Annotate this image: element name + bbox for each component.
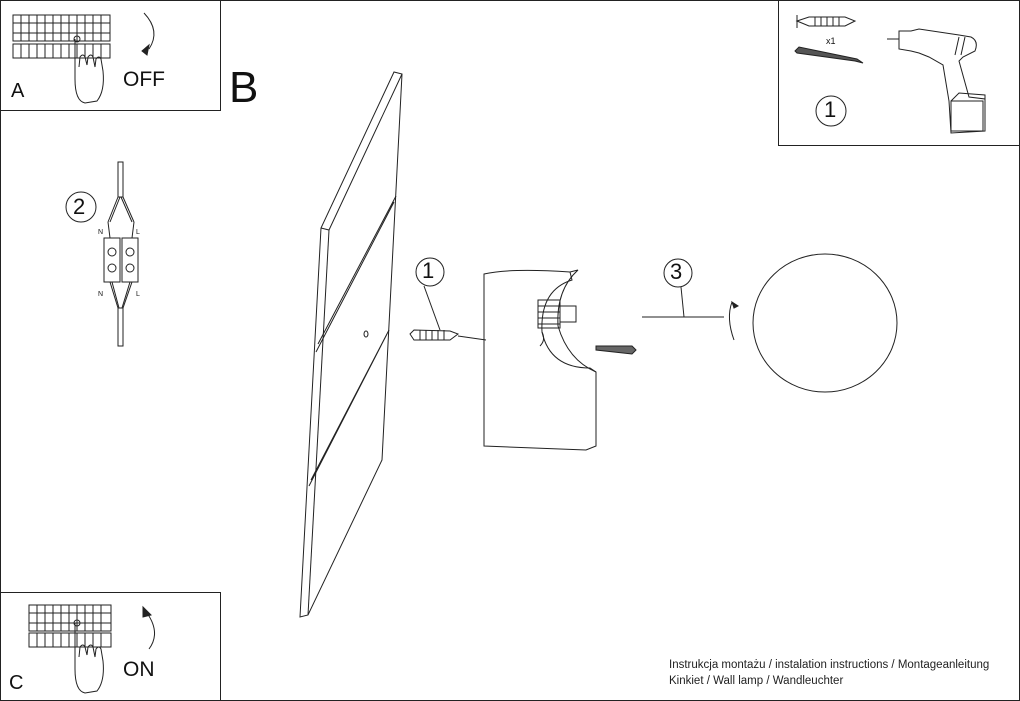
- panel-c-letter: C: [9, 672, 24, 694]
- breaker-on-illustration: [28, 604, 155, 694]
- callout-3: 3: [670, 259, 683, 284]
- wiring-diagram: [65, 161, 139, 347]
- on-label: ON: [123, 658, 155, 681]
- drill-icon: [887, 28, 986, 134]
- tools-step-number: 1: [824, 97, 837, 122]
- terminal-n-bottom: N: [98, 291, 104, 298]
- wall-plug-icon: [795, 15, 857, 28]
- terminal-l-bottom: L: [136, 291, 140, 298]
- tools-panel: x1 1: [778, 0, 1020, 146]
- breaker-off-illustration: [12, 12, 155, 104]
- panel-b-letter: B: [229, 63, 259, 112]
- panel-c: C ON: [0, 592, 221, 701]
- quantity-label: x1: [826, 36, 836, 46]
- lamp-body: [483, 269, 597, 451]
- panel-a-letter: A: [11, 80, 25, 102]
- footer-caption: Instrukcja montażu / instalation instruc…: [669, 657, 989, 689]
- screw-icon: [794, 46, 864, 64]
- wall-plate: [299, 71, 403, 618]
- panel-a: A OFF: [0, 0, 221, 111]
- lamp-shade: [752, 253, 898, 393]
- footer-line-2: Kinkiet / Wall lamp / Wandleuchter: [669, 675, 844, 687]
- off-label: OFF: [123, 68, 165, 91]
- terminal-l-top: L: [136, 229, 140, 236]
- footer-line-1: Instrukcja montażu / instalation instruc…: [669, 659, 990, 671]
- callout-1: 1: [422, 258, 435, 283]
- tools-illustration: [794, 15, 986, 134]
- wall-plug-part: [409, 285, 487, 341]
- wiring-step-number: 2: [73, 194, 86, 219]
- terminal-n-top: N: [98, 229, 104, 236]
